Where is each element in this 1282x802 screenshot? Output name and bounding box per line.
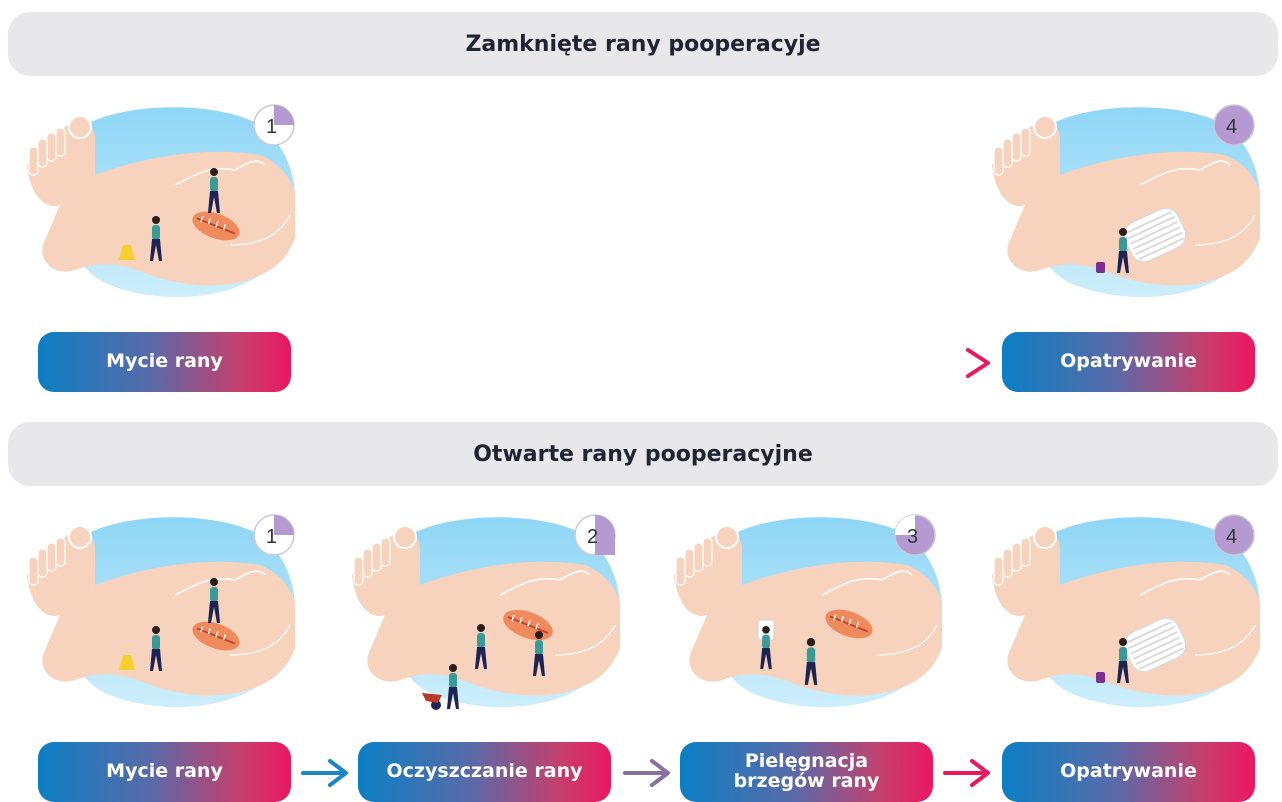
open-step-oczyszczanie-button[interactable]: Oczyszczanie rany — [358, 742, 611, 802]
closed-step1-illustration — [26, 106, 295, 299]
open-step1-illustration — [26, 516, 295, 709]
step-label: Oczyszczanie rany — [386, 760, 583, 783]
step-label: Opatrywanie — [1060, 760, 1197, 783]
step-label: Mycie rany — [106, 760, 223, 783]
step-badge-icon: 4 — [1213, 514, 1255, 556]
closed-step4-illustration — [991, 106, 1260, 299]
step-badge-icon: 3 — [894, 514, 936, 556]
step-number: 1 — [266, 116, 277, 138]
closed-wounds-header: Zamknięte rany pooperacyje — [8, 12, 1278, 76]
step-badge-icon: 4 — [1213, 104, 1255, 146]
step-number: 4 — [1226, 526, 1237, 548]
long-arrow-icon — [300, 348, 990, 378]
open-step4-illustration — [991, 516, 1260, 709]
open-wounds-title: Otwarte rany pooperacyjne — [473, 441, 813, 467]
step-label: Mycie rany — [106, 350, 223, 373]
open-step3-illustration — [673, 516, 942, 709]
step-number: 2 — [587, 526, 598, 548]
step-badge-icon: 2 — [574, 514, 616, 556]
open-step-opatrywanie-button[interactable]: Opatrywanie — [1002, 742, 1255, 802]
open-step-mycie-rany-button[interactable]: Mycie rany — [38, 742, 291, 802]
closed-step-opatrywanie-button[interactable]: Opatrywanie — [1002, 332, 1255, 392]
open-wounds-header: Otwarte rany pooperacyjne — [8, 422, 1278, 486]
step-number: 1 — [266, 526, 277, 548]
step-label: Opatrywanie — [1060, 350, 1197, 373]
closed-wounds-title: Zamknięte rany pooperacyje — [465, 31, 821, 57]
step-label: Pielęgnacja brzegów rany — [733, 750, 880, 792]
open-step2-illustration — [351, 516, 620, 710]
arrow-right-icon — [623, 759, 670, 787]
arrow-right-icon — [943, 759, 990, 787]
arrow-right-icon — [301, 759, 348, 787]
step-badge-icon: 1 — [253, 104, 295, 146]
closed-step-mycie-rany-button[interactable]: Mycie rany — [38, 332, 291, 392]
step-number: 4 — [1226, 116, 1237, 138]
step-number: 3 — [907, 526, 918, 548]
open-step-pielegnacja-button[interactable]: Pielęgnacja brzegów rany — [680, 742, 933, 802]
step-badge-icon: 1 — [253, 514, 295, 556]
